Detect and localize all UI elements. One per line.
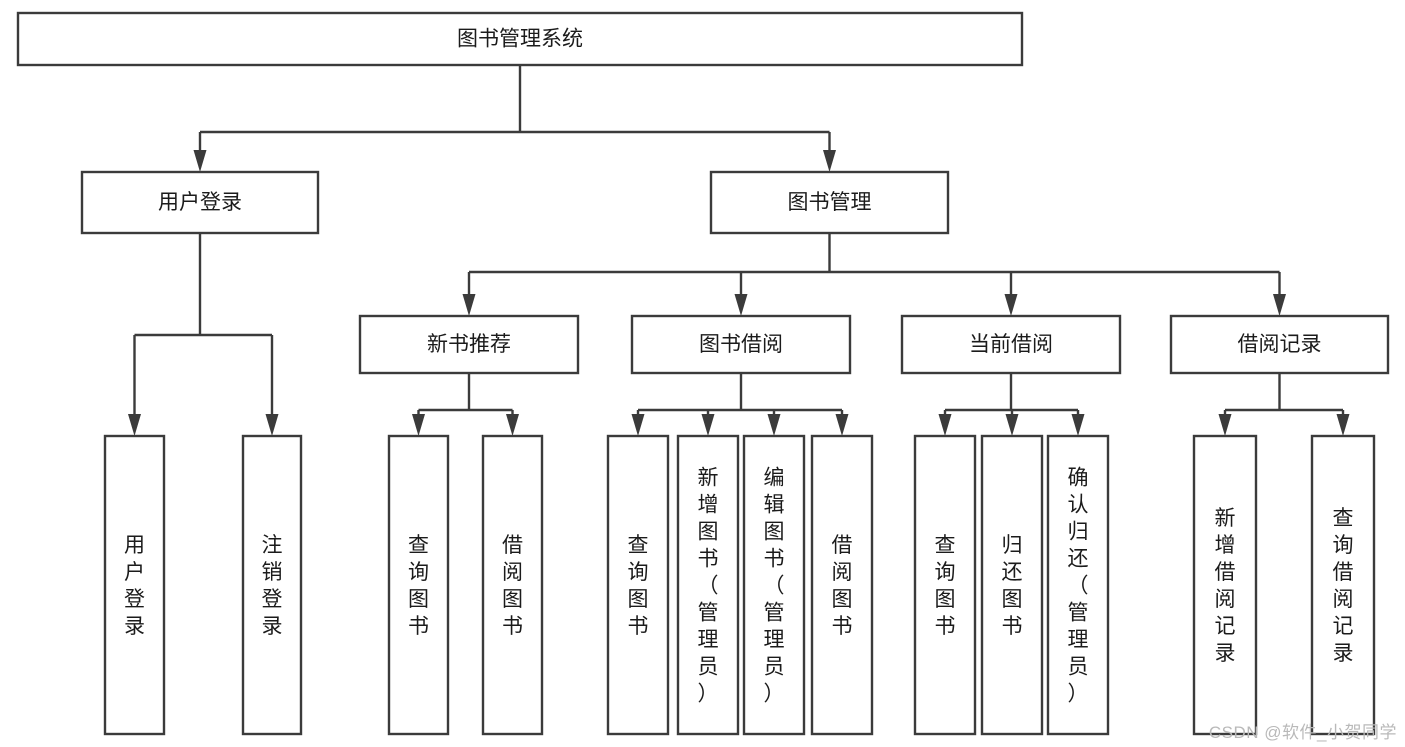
node-label: 编辑图书（管理员） — [764, 467, 785, 706]
node-current-borrow[interactable]: 当前借阅 — [900, 314, 1122, 375]
node-leaf-user-login[interactable]: 用户登录 — [103, 434, 166, 736]
csdn-watermark: CSDN @软件_小贺同学 — [1208, 723, 1397, 742]
node-box — [913, 434, 977, 736]
node-new-book-rec[interactable]: 新书推荐 — [358, 314, 580, 375]
node-box — [676, 434, 740, 736]
node-box — [810, 434, 874, 736]
node-label: 图书借阅 — [699, 333, 783, 356]
node-box — [1046, 434, 1110, 736]
arrow-head-icon — [128, 414, 141, 436]
node-label: 新增图书（管理员） — [698, 467, 719, 706]
node-label: 查询图书 — [935, 534, 956, 638]
node-leaf-borrow-book-2[interactable]: 借阅图书 — [810, 434, 874, 736]
arrow-head-icon — [412, 414, 425, 436]
node-leaf-edit-book[interactable]: 编辑图书（管理员） — [742, 434, 806, 736]
arrow-head-icon — [1005, 414, 1019, 436]
node-box — [16, 11, 1024, 67]
arrow-head-icon — [1273, 294, 1286, 316]
node-box — [900, 314, 1122, 375]
node-label: 归还图书 — [1002, 534, 1023, 638]
node-box — [606, 434, 670, 736]
arrow-head-icon — [823, 150, 836, 172]
node-book-manage[interactable]: 图书管理 — [709, 170, 950, 235]
node-layer: 图书管理系统用户登录图书管理新书推荐图书借阅当前借阅借阅记录用户登录注销登录查询… — [16, 11, 1390, 736]
node-box — [103, 434, 166, 736]
node-label: 借阅图书 — [832, 534, 853, 638]
arrow-head-icon — [631, 414, 645, 436]
arrow-head-icon — [767, 414, 781, 436]
node-box — [358, 314, 580, 375]
node-leaf-confirm-return[interactable]: 确认归还（管理员） — [1046, 434, 1110, 736]
node-box — [980, 434, 1044, 736]
node-label: 确认归还（管理员） — [1068, 467, 1089, 706]
node-box — [481, 434, 544, 736]
node-box — [241, 434, 303, 736]
node-leaf-query-record[interactable]: 查询借阅记录 — [1310, 434, 1376, 736]
node-label: 用户登录 — [158, 191, 242, 214]
node-label: 新书推荐 — [427, 333, 511, 356]
node-label: 当前借阅 — [969, 333, 1053, 356]
node-root[interactable]: 图书管理系统 — [16, 11, 1024, 67]
node-label: 查询图书 — [408, 534, 429, 638]
node-borrow-record[interactable]: 借阅记录 — [1169, 314, 1390, 375]
node-leaf-query-book-2[interactable]: 查询图书 — [606, 434, 670, 736]
arrow-head-icon — [1071, 414, 1085, 436]
arrow-head-icon — [835, 414, 849, 436]
node-label: 新增借阅记录 — [1215, 507, 1236, 665]
node-label: 查询图书 — [628, 534, 649, 638]
node-user-login[interactable]: 用户登录 — [80, 170, 320, 235]
arrow-head-icon — [193, 150, 207, 172]
node-label: 借阅记录 — [1238, 333, 1322, 356]
connector-layer — [128, 65, 1350, 436]
node-label: 注销登录 — [262, 534, 283, 638]
node-label: 查询借阅记录 — [1333, 507, 1354, 665]
node-box — [742, 434, 806, 736]
node-leaf-query-book-3[interactable]: 查询图书 — [913, 434, 977, 736]
node-label: 图书管理 — [788, 191, 872, 214]
node-label: 借阅图书 — [502, 534, 523, 638]
arrow-head-icon — [462, 294, 476, 316]
node-label: 图书管理系统 — [457, 28, 583, 51]
arrow-head-icon — [265, 414, 279, 436]
node-box — [1192, 434, 1258, 736]
node-leaf-borrow-book-1[interactable]: 借阅图书 — [481, 434, 544, 736]
arrow-head-icon — [1004, 294, 1018, 316]
arrow-head-icon — [701, 414, 715, 436]
node-label: 用户登录 — [124, 534, 145, 638]
arrow-head-icon — [1336, 414, 1350, 436]
node-box — [80, 170, 320, 235]
node-leaf-add-record[interactable]: 新增借阅记录 — [1192, 434, 1258, 736]
node-leaf-query-book-1[interactable]: 查询图书 — [387, 434, 450, 736]
node-box — [1169, 314, 1390, 375]
arrow-head-icon — [734, 294, 748, 316]
arrow-head-icon — [938, 414, 952, 436]
node-box — [709, 170, 950, 235]
node-box — [387, 434, 450, 736]
node-leaf-add-book[interactable]: 新增图书（管理员） — [676, 434, 740, 736]
node-box — [1310, 434, 1376, 736]
arrow-head-icon — [506, 414, 519, 436]
node-leaf-return-book[interactable]: 归还图书 — [980, 434, 1044, 736]
node-book-borrow[interactable]: 图书借阅 — [630, 314, 852, 375]
arrow-head-icon — [1218, 414, 1232, 436]
node-box — [630, 314, 852, 375]
node-leaf-logout[interactable]: 注销登录 — [241, 434, 303, 736]
